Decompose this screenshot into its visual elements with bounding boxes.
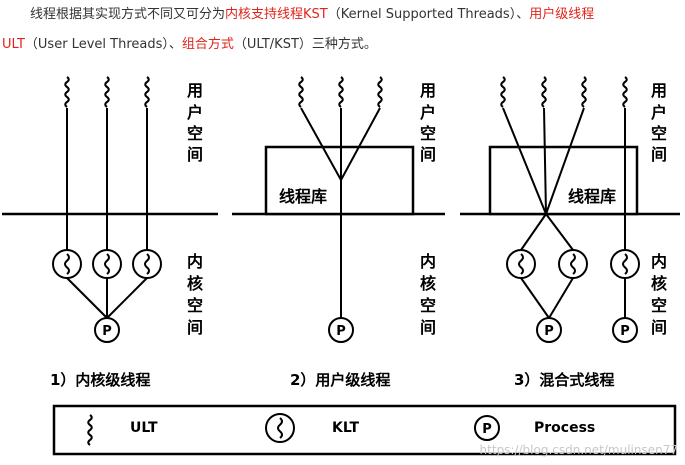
intro-text: （Kernel Supported Threads）、 bbox=[327, 7, 530, 22]
caption-hybrid: 3）混合式线程 bbox=[514, 371, 614, 389]
ult-squiggle-icon bbox=[338, 76, 344, 108]
caption-user-level: 2）用户级线程 bbox=[290, 371, 390, 389]
svg-text:空: 空 bbox=[420, 296, 436, 315]
kernel-space-label: 内 核 空 间 bbox=[420, 252, 436, 337]
svg-text:空: 空 bbox=[651, 296, 667, 315]
process-letter: P bbox=[482, 422, 492, 437]
user-space-label: 用 户 空 间 bbox=[420, 81, 436, 164]
svg-text:核: 核 bbox=[420, 274, 436, 293]
intro-highlight-ult-abbr: ULT bbox=[2, 37, 25, 52]
intro-highlight-kst: 内核支持线程KST bbox=[225, 7, 328, 22]
intro-highlight-ult: 用户级线程 bbox=[529, 7, 595, 22]
svg-text:核: 核 bbox=[187, 274, 203, 293]
legend-box bbox=[52, 404, 677, 456]
intro-text: 线程根据其实现方式不同又可分为 bbox=[30, 7, 226, 22]
legend-ult-label: ULT bbox=[130, 420, 158, 436]
ult-squiggle-icon bbox=[144, 76, 150, 108]
svg-text:内: 内 bbox=[651, 252, 667, 271]
svg-text:间: 间 bbox=[420, 145, 436, 164]
svg-text:户: 户 bbox=[187, 103, 203, 122]
svg-text:间: 间 bbox=[651, 318, 667, 337]
klt-thread-icon bbox=[506, 249, 536, 279]
svg-text:核: 核 bbox=[651, 274, 667, 293]
kernel-space-label: 内 核 空 间 bbox=[187, 252, 203, 337]
legend-klt-label: KLT bbox=[332, 420, 359, 436]
klt-thread-icon bbox=[610, 249, 640, 279]
thread-library-box bbox=[264, 145, 415, 216]
svg-text:空: 空 bbox=[187, 124, 203, 143]
ult-squiggle-icon bbox=[298, 76, 304, 108]
legend: ULT KLT P Process bbox=[52, 404, 677, 456]
svg-text:用: 用 bbox=[187, 81, 203, 100]
thread-library-label: 线程库 bbox=[568, 187, 616, 206]
svg-text:内: 内 bbox=[187, 252, 203, 271]
intro-text: （ULT/KST）三种方式。 bbox=[233, 37, 377, 52]
ult-squiggle-icon bbox=[377, 76, 383, 108]
ult-squiggle-icon bbox=[622, 76, 628, 108]
svg-text:间: 间 bbox=[187, 145, 203, 164]
svg-text:空: 空 bbox=[187, 296, 203, 315]
svg-text:间: 间 bbox=[187, 318, 203, 337]
thread-library-box bbox=[488, 145, 639, 216]
svg-text:空: 空 bbox=[651, 124, 667, 143]
legend-process-label: Process bbox=[534, 420, 595, 436]
klt-thread-icon bbox=[132, 249, 162, 279]
intro-text: （User Level Threads）、 bbox=[24, 37, 182, 52]
klt-thread-icon bbox=[92, 249, 122, 279]
ult-squiggle-icon bbox=[500, 76, 506, 108]
intro-line-1: 线程根据其实现方式不同又可分为内核支持线程KST（Kernel Supporte… bbox=[30, 0, 594, 29]
klt-thread-icon bbox=[52, 249, 82, 279]
process-letter: P bbox=[544, 324, 554, 339]
model-user-level: 线程库 P 用 户 空 间 内 核 空 间 2）用户级线程 bbox=[232, 76, 445, 389]
klt-thread-icon bbox=[558, 249, 588, 279]
klt-thread-icon bbox=[265, 413, 295, 443]
ult-squiggle-icon bbox=[581, 76, 587, 108]
process-letter: P bbox=[102, 324, 112, 339]
user-space-label: 用 户 空 间 bbox=[187, 81, 203, 164]
svg-text:户: 户 bbox=[651, 103, 667, 122]
watermark-url: https://blog.csdn.net/mulinsen77 bbox=[480, 443, 678, 457]
model-hybrid: 线程库 P P 用 户 空 间 内 核 空 间 3）混合式线程 bbox=[460, 76, 680, 389]
kernel-space-label: 内 核 空 间 bbox=[651, 252, 667, 337]
svg-text:空: 空 bbox=[420, 124, 436, 143]
ult-squiggle-icon bbox=[104, 76, 110, 108]
ult-squiggle-icon bbox=[64, 76, 70, 108]
svg-text:间: 间 bbox=[651, 145, 667, 164]
svg-text:用: 用 bbox=[420, 81, 436, 100]
ult-squiggle-icon bbox=[541, 76, 547, 108]
process-letter: P bbox=[336, 324, 346, 339]
svg-text:间: 间 bbox=[420, 318, 436, 337]
intro-highlight-combined: 组合方式 bbox=[181, 37, 234, 52]
svg-text:用: 用 bbox=[651, 81, 667, 100]
intro-line-2: ULT（User Level Threads）、组合方式（ULT/KST）三种方… bbox=[2, 30, 377, 59]
svg-text:内: 内 bbox=[420, 252, 436, 271]
svg-text:户: 户 bbox=[420, 103, 436, 122]
caption-kernel-level: 1）内核级线程 bbox=[50, 371, 150, 389]
process-letter: P bbox=[620, 324, 630, 339]
model-kernel-level: P 用 户 空 间 内 核 空 间 1）内核级线程 bbox=[2, 76, 218, 389]
thread-library-label: 线程库 bbox=[279, 187, 327, 206]
user-space-label: 用 户 空 间 bbox=[651, 81, 667, 164]
